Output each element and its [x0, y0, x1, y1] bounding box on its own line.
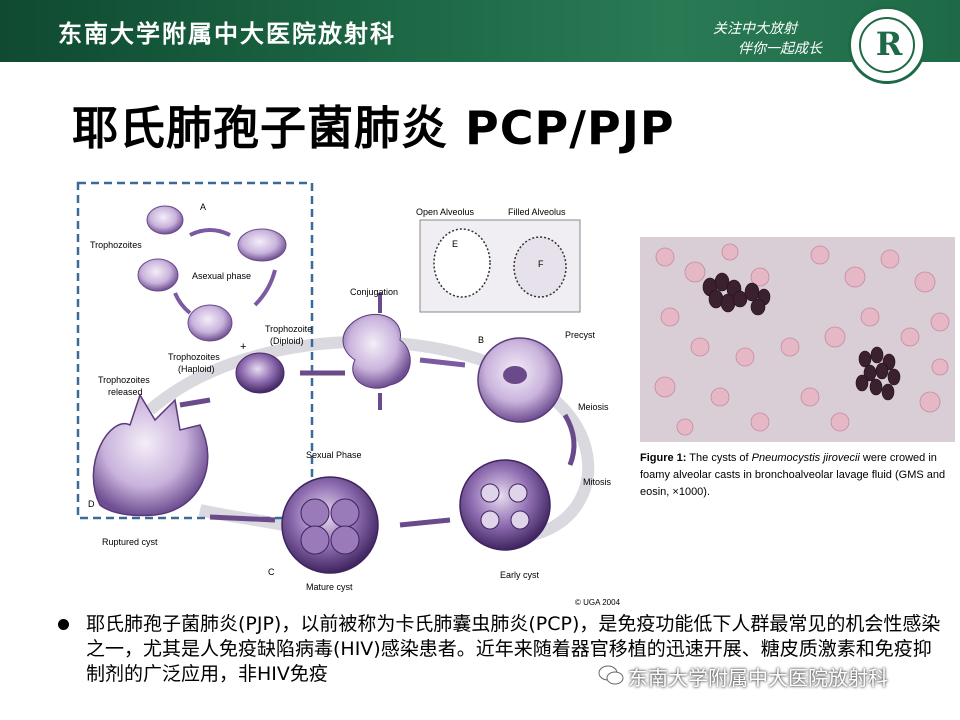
watermark-text: 东南大学附属中大医院放射科 [628, 666, 888, 690]
label-diploid: (Diploid) [270, 336, 304, 346]
header-bar: 东南大学附属中大医院放射科 关注中大放射 伴你一起成长 [0, 0, 960, 62]
label-ruptured-cyst: Ruptured cyst [102, 537, 158, 547]
label-trophozoites-released: Trophozoites [98, 375, 150, 385]
micrograph-image [640, 237, 955, 442]
logo-letter: R [875, 25, 903, 63]
label-e: E [452, 239, 458, 249]
label-a: A [200, 202, 206, 212]
arrow [173, 292, 192, 315]
asexual-phase-box [76, 181, 314, 520]
label-mature-cyst: Mature cyst [306, 582, 353, 592]
cyst-cluster [702, 272, 771, 316]
hospital-logo: R [848, 6, 926, 84]
spore [480, 510, 500, 530]
label-plus: + [240, 341, 246, 353]
label-sexual-phase: Sexual Phase [306, 450, 362, 460]
caption-text-before: The cysts of [686, 452, 752, 464]
spore [508, 483, 528, 503]
arrow [253, 269, 277, 307]
early-cyst [459, 459, 551, 551]
label-trophozoite-diploid: Trophozoite [265, 324, 312, 334]
figure-label: Figure 1: [640, 452, 687, 464]
label-trophozoites: Trophozoites [90, 240, 142, 250]
label-trophozoites-haploid: Trophozoites [168, 352, 220, 362]
label-precyst: Precyst [565, 330, 596, 340]
spore [300, 498, 330, 528]
spore [480, 483, 500, 503]
species-name: Pneumocystis jirovecii [751, 452, 860, 464]
spore [330, 525, 360, 555]
life-cycle-diagram: A Trophozoites Asexual phase Trophozoite… [76, 181, 621, 607]
slide-title: 耶氏肺孢子菌肺炎 PCP/PJP [72, 101, 675, 155]
spore [510, 510, 530, 530]
trophozoite-cell [237, 228, 287, 262]
slogan-line-2: 伴你一起成长 [738, 41, 822, 57]
label-haploid: (Haploid) [178, 364, 215, 374]
wechat-icon [598, 665, 624, 685]
slogan-line-1: 关注中大放射 [713, 21, 797, 37]
label-b: B [478, 335, 484, 345]
label-c: C [268, 567, 275, 577]
arrow [179, 397, 211, 408]
trophozoite-cell [187, 304, 233, 342]
arrow [209, 514, 276, 523]
label-d: D [88, 499, 95, 509]
arrow [399, 517, 451, 528]
trophozoite-cell [235, 352, 285, 394]
filled-alveolus [513, 236, 567, 298]
label-f: F [538, 259, 544, 269]
label-asexual-phase: Asexual phase [192, 271, 251, 281]
bullet-text: 耶氏肺孢子菌肺炎(PJP)，以前被称为卡氏肺囊虫肺炎(PCP)，是免疫功能低下人… [86, 613, 941, 685]
trophozoite-cell [146, 205, 184, 235]
spore [300, 525, 330, 555]
arrow [419, 357, 466, 368]
arrow [189, 228, 231, 237]
copyright-text: © UGA 2004 [575, 598, 621, 607]
label-meiosis: Meiosis [578, 402, 609, 412]
label-early-cyst: Early cyst [500, 570, 540, 580]
figure-caption: Figure 1: The cysts of Pneumocystis jiro… [640, 450, 960, 501]
arrow [562, 413, 577, 466]
label-released: released [108, 387, 143, 397]
label-open-alveolus: Open Alveolus [416, 207, 475, 217]
caption-text-after: were crowed in foamy alveolar casts in b… [640, 452, 946, 498]
background-cells [654, 243, 950, 436]
logo-ring: R [859, 17, 915, 73]
trophozoite-cell [137, 258, 179, 292]
label-conjugation: Conjugation [350, 287, 398, 297]
department-name: 东南大学附属中大医院放射科 [58, 19, 396, 48]
spore [330, 498, 360, 528]
mature-cyst [281, 476, 379, 574]
label-mitosis: Mitosis [583, 477, 612, 487]
nucleus [503, 366, 527, 384]
conjugation-cell [342, 313, 411, 389]
open-alveolus [433, 228, 491, 298]
cyst-cluster [855, 346, 901, 401]
label-filled-alveolus: Filled Alveolus [508, 207, 566, 217]
ruptured-cyst [92, 393, 209, 517]
bullet-dot [58, 619, 69, 630]
